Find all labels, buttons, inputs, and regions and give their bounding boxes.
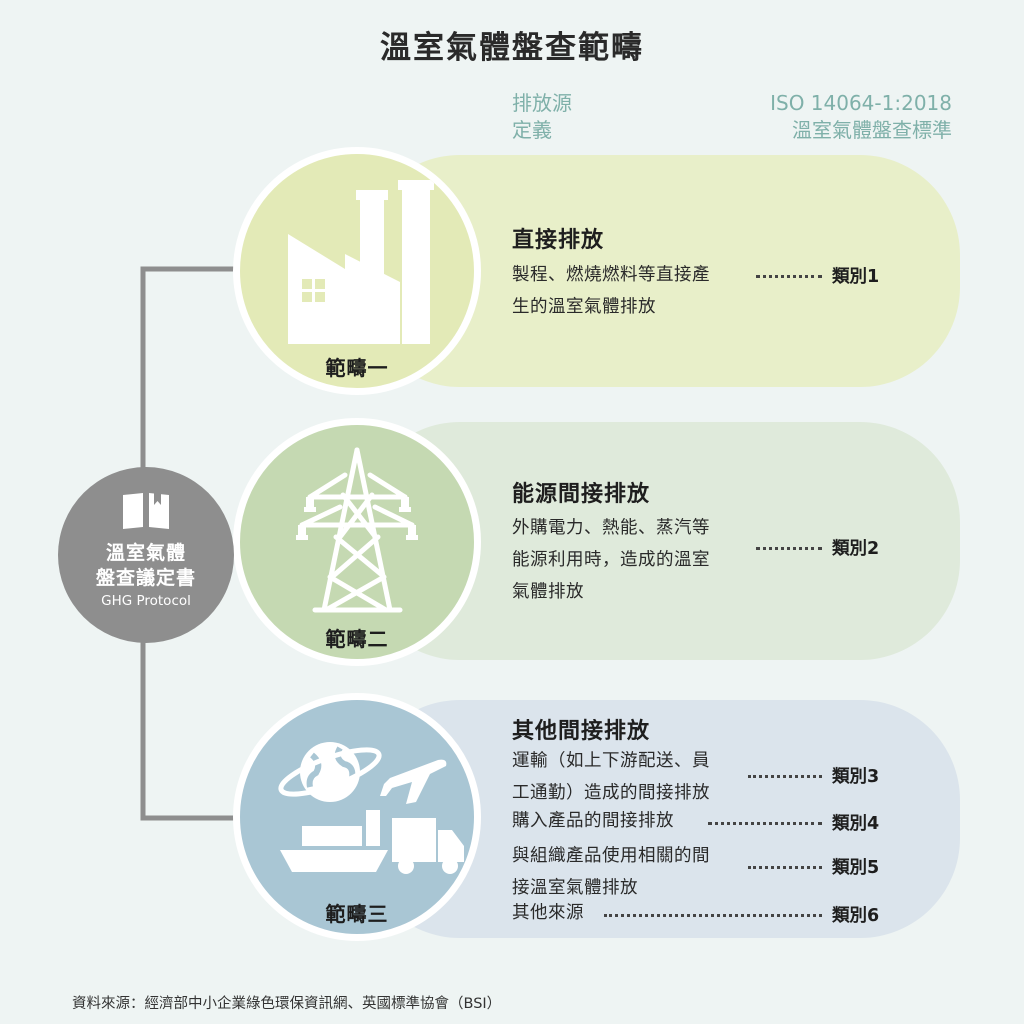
column-header-line: 排放源 — [512, 91, 572, 115]
description-line: 接溫室氣體排放 — [512, 878, 638, 898]
scope2-label: 範疇二 — [325, 627, 389, 651]
scope3-category4: 類別4 — [832, 814, 880, 834]
scope3-item-category4: 購入產品的間接排放 — [512, 805, 674, 837]
scope3-item-category6: 其他來源 — [512, 897, 584, 929]
power-tower-icon — [296, 447, 418, 613]
description-line: 其他來源 — [512, 903, 584, 923]
scope3-circle: 範疇三 — [233, 693, 481, 941]
source-note: 資料來源：經濟部中小企業綠色環保資訊網、英國標準協會（BSI） — [72, 996, 502, 1012]
scope3-icons — [278, 742, 464, 874]
leader-dots — [756, 275, 822, 278]
leader-dots — [604, 914, 822, 917]
ghg-protocol-circle: 溫室氣體 盤查議定書 GHG Protocol — [58, 467, 234, 643]
protocol-line: 溫室氣體 — [105, 542, 186, 564]
scope3-item-category5: 與組織產品使用相關的間 接溫室氣體排放 — [512, 840, 710, 904]
scope2-description: 外購電力、熱能、蒸汽等 能源利用時，造成的溫室 氣體排放 — [512, 512, 710, 608]
scope3-category6: 類別6 — [832, 906, 880, 926]
globe-icon — [278, 742, 382, 802]
scope2-circle: 範疇二 — [233, 418, 481, 666]
description-line: 與組織產品使用相關的間 — [512, 846, 710, 866]
description-line: 製程、燃燒燃料等直接產 — [512, 265, 710, 285]
protocol-line: 盤查議定書 — [95, 567, 196, 589]
column-header-line: ISO 14064-1:2018 — [770, 91, 952, 115]
description-line: 購入產品的間接排放 — [512, 811, 674, 831]
scope3-category5: 類別5 — [832, 858, 880, 878]
leader-dots — [756, 547, 822, 550]
leader-dots — [748, 866, 822, 869]
description-line: 運輸（如上下游配送、員 — [512, 751, 710, 771]
description-line: 工通勤）造成的間接排放 — [512, 783, 710, 803]
column-header-iso-standard: ISO 14064-1:2018 溫室氣體盤查標準 — [770, 90, 952, 144]
page-title: 溫室氣體盤查範疇 — [380, 30, 644, 66]
column-header-source-definition: 排放源 定義 — [512, 90, 572, 144]
column-header-line: 溫室氣體盤查標準 — [792, 118, 952, 142]
leader-dots — [708, 822, 822, 825]
scope3-label: 範疇三 — [325, 902, 389, 926]
scope3-item-category3: 運輸（如上下游配送、員 工通勤）造成的間接排放 — [512, 745, 710, 809]
scope3-title: 其他間接排放 — [512, 719, 651, 744]
scope3-category3: 類別3 — [832, 767, 880, 787]
scope2-category: 類別2 — [832, 539, 880, 559]
scope1-category: 類別1 — [832, 267, 880, 287]
scope2-title: 能源間接排放 — [512, 482, 651, 507]
scope1-label: 範疇一 — [325, 356, 389, 380]
protocol-english-name: GHG Protocol — [101, 593, 191, 609]
column-header-line: 定義 — [512, 118, 552, 142]
truck-icon — [392, 818, 464, 874]
ghg-protocol-title: 溫室氣體 盤查議定書 — [58, 541, 234, 591]
book-icon — [123, 491, 169, 529]
scope1-circle: 範疇一 — [233, 147, 481, 395]
leader-dots — [748, 775, 822, 778]
scope1-title: 直接排放 — [512, 228, 605, 253]
description-line: 生的溫室氣體排放 — [512, 297, 656, 317]
description-line: 氣體排放 — [512, 582, 584, 602]
description-line: 能源利用時，造成的溫室 — [512, 550, 710, 570]
description-line: 外購電力、熱能、蒸汽等 — [512, 518, 710, 538]
scope1-description: 製程、燃燒燃料等直接產 生的溫室氣體排放 — [512, 259, 710, 323]
ship-icon — [280, 810, 388, 872]
factory-icon — [288, 180, 434, 344]
airplane-icon — [380, 759, 447, 804]
